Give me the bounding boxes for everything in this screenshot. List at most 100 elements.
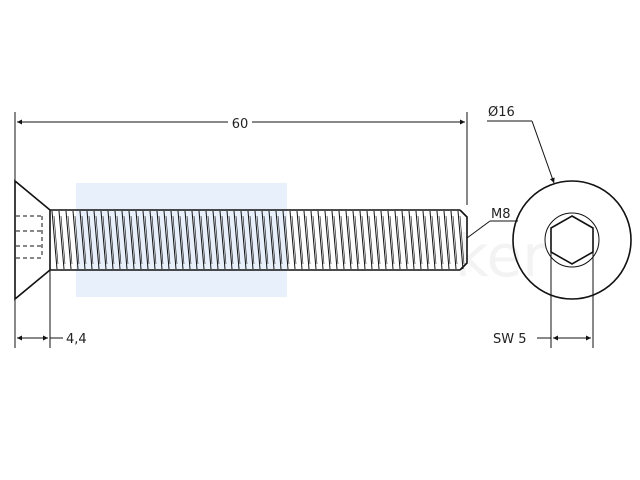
thread-crest-line (100, 210, 107, 270)
screw-shank (50, 209, 468, 271)
diameter-label: Ø16 (488, 105, 515, 120)
thread-root-line (242, 215, 248, 265)
thread-crest-line (177, 210, 184, 270)
thread-crest-line (373, 210, 380, 270)
thread-crest-line (415, 210, 422, 270)
thread-root-line (319, 215, 325, 265)
thread-crest-line (380, 210, 387, 270)
thread-root-line (375, 215, 381, 265)
thread-crest-line (282, 210, 289, 270)
thread-root-line (207, 215, 213, 265)
thread-crest-line (331, 210, 338, 270)
thread-root-line (424, 215, 430, 265)
thread-root-line (165, 215, 171, 265)
thread-crest-line (436, 210, 443, 270)
thread-crest-line (303, 210, 310, 270)
thread-root-line (326, 215, 332, 265)
thread-root-line (200, 215, 206, 265)
thread-crest-line (128, 210, 135, 270)
thread-crest-line (261, 210, 268, 270)
thread-crest-line (359, 210, 366, 270)
thread-root-line (67, 215, 73, 265)
thread-crest-line (184, 210, 191, 270)
thread-root-line (130, 215, 136, 265)
thread-root-line (193, 215, 199, 265)
thread-root-line (277, 215, 283, 265)
thread-root-line (270, 215, 276, 265)
thread-root-line (102, 215, 108, 265)
socket-hidden-lines (16, 215, 43, 259)
thread-crest-line (422, 210, 429, 270)
thread-root-line (137, 215, 143, 265)
thread-crest-line (387, 210, 394, 270)
socket-size-dimension (537, 252, 594, 348)
thread-root-line (396, 215, 402, 265)
thread-crest-line (310, 210, 317, 270)
thread-root-line (214, 215, 220, 265)
length-label: 60 (232, 117, 249, 132)
thread-crest-line (79, 210, 86, 270)
thread-root-line (228, 215, 234, 265)
watermark-block (76, 183, 287, 297)
thread-root-line (179, 215, 185, 265)
thread-root-line (403, 215, 409, 265)
thread-root-line (256, 215, 262, 265)
thread-crest-line (226, 210, 233, 270)
thread-label: M8 (491, 207, 511, 222)
thread-crest-line (170, 210, 177, 270)
head-end-view (512, 180, 632, 300)
thread-crest-line (394, 210, 401, 270)
thread-crest-line (317, 210, 324, 270)
thread-root-line (249, 215, 255, 265)
thread-crest-line (443, 210, 450, 270)
thread-crest-line (121, 210, 128, 270)
head-height-dimension (14, 271, 63, 348)
thread-crest-line (268, 210, 275, 270)
thread-crest-line (149, 210, 156, 270)
thread-root-line (109, 215, 115, 265)
thread-lines (51, 210, 465, 270)
watermark-text: ker (455, 222, 546, 290)
thread-crest-line (352, 210, 359, 270)
thread-crest-line (51, 210, 58, 270)
thread-crest-line (275, 210, 282, 270)
thread-root-line (347, 215, 353, 265)
thread-root-line (445, 215, 451, 265)
thread-crest-line (142, 210, 149, 270)
thread-crest-line (72, 210, 79, 270)
thread-root-line (235, 215, 241, 265)
thread-crest-line (212, 210, 219, 270)
thread-root-line (312, 215, 318, 265)
thread-crest-line (205, 210, 212, 270)
thread-crest-line (233, 210, 240, 270)
thread-root-line (172, 215, 178, 265)
thread-root-line (438, 215, 444, 265)
thread-crest-line (289, 210, 296, 270)
thread-root-line (417, 215, 423, 265)
thread-crest-line (107, 210, 114, 270)
thread-root-line (151, 215, 157, 265)
thread-root-line (123, 215, 129, 265)
head-height-label: 4,4 (66, 332, 87, 347)
thread-root-line (354, 215, 360, 265)
thread-root-line (116, 215, 122, 265)
thread-crest-line (324, 210, 331, 270)
thread-crest-line (156, 210, 163, 270)
thread-root-line (333, 215, 339, 265)
thread-crest-line (58, 210, 65, 270)
thread-root-line (305, 215, 311, 265)
thread-crest-line (450, 210, 457, 270)
thread-leader (466, 220, 518, 239)
thread-root-line (60, 215, 66, 265)
thread-crest-line (191, 210, 198, 270)
thread-crest-line (429, 210, 436, 270)
thread-root-line (452, 215, 458, 265)
thread-crest-line (254, 210, 261, 270)
thread-root-line (186, 215, 192, 265)
thread-crest-line (345, 210, 352, 270)
thread-root-line (361, 215, 367, 265)
thread-root-line (459, 215, 465, 265)
thread-root-line (291, 215, 297, 265)
thread-crest-line (457, 210, 464, 270)
